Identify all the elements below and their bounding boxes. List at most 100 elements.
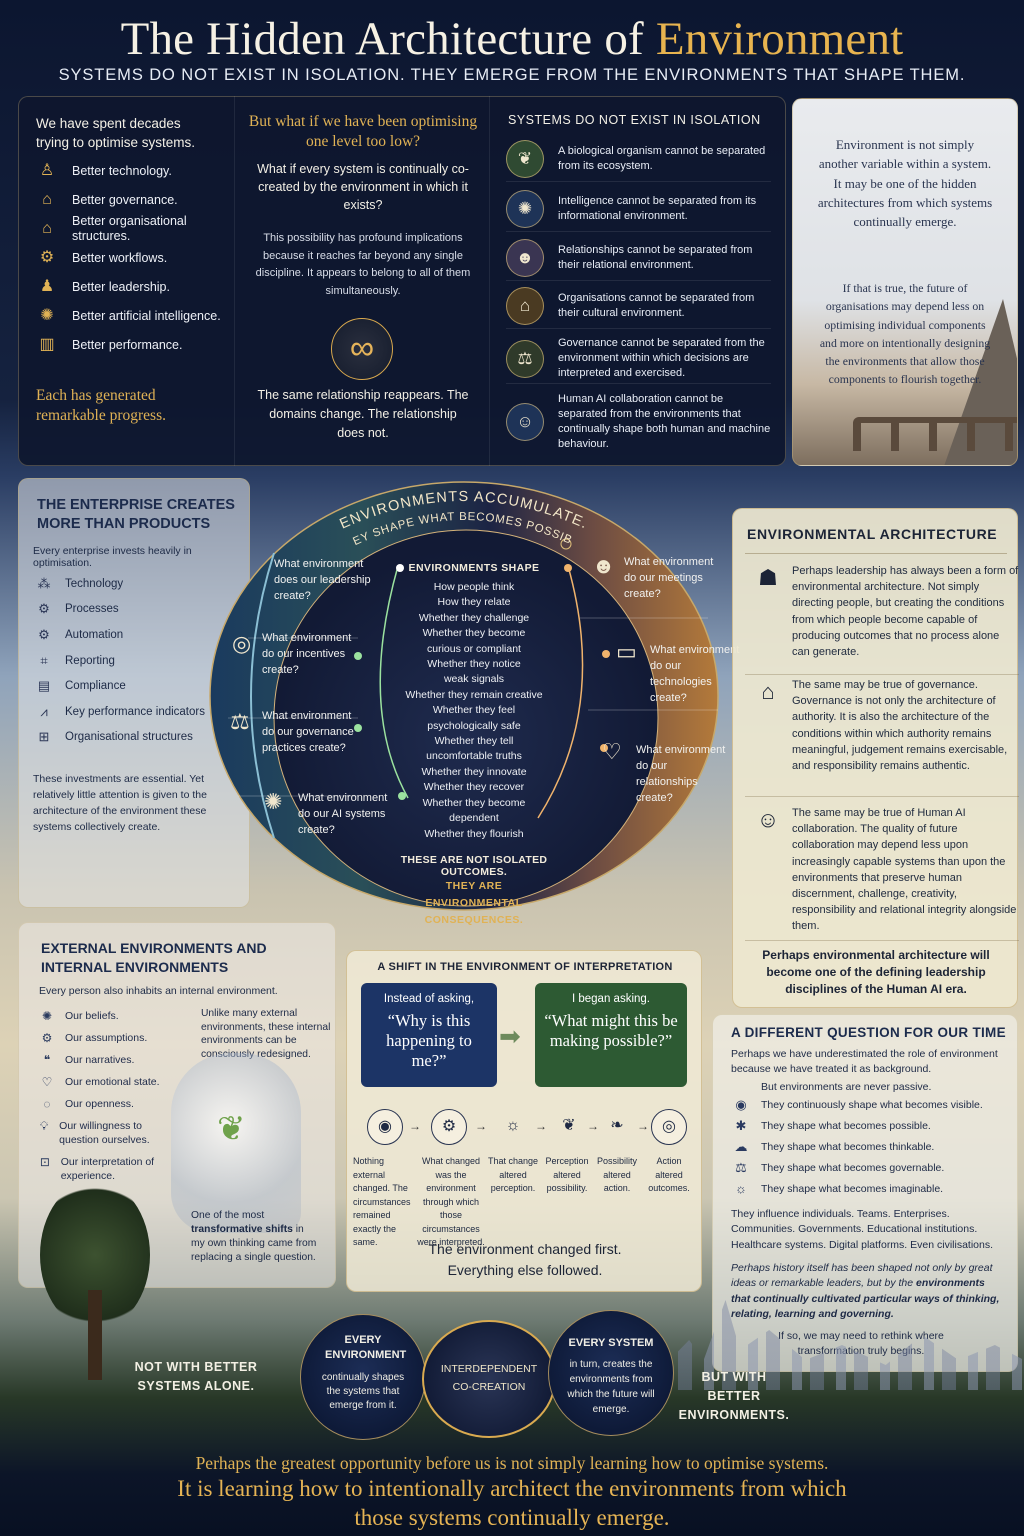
kpi-chart-icon: ⩘ — [40, 703, 48, 719]
every-environment-title: EVERY ENVIRONMENT — [325, 1334, 407, 1361]
shift-step-text: Nothing external changed. The circumstan… — [353, 1156, 411, 1247]
shift-panel: A SHIFT IN THE ENVIRONMENT OF INTERPRETA… — [346, 950, 702, 1292]
list-item: ♟Better leadership. — [36, 272, 236, 301]
list-item: ❦A biological organism cannot be separat… — [506, 136, 771, 182]
institution-icon: ⌂ — [761, 679, 775, 704]
shift-box-before-quote: “Why is this happening to me?” — [386, 1011, 472, 1070]
wheel-question-incentives: ◎What environment do our incentives crea… — [232, 631, 352, 676]
sprout-icon: ❦ — [217, 1110, 246, 1148]
optimise-list: ♙Better technology. ⌂Better governance. … — [36, 156, 236, 359]
head-silhouette-icon — [171, 1053, 301, 1233]
wheel-center-item: Whether they become dependent — [422, 796, 526, 825]
wheel-question-technologies: ▭What environment do our technologies cr… — [616, 639, 740, 705]
interdependent-label: INTERDEPENDENT CO-CREATION — [440, 1363, 538, 1393]
different-lead: But environments are never passive. — [761, 1081, 932, 1093]
shift-box-after: I began asking. “What might this be maki… — [535, 983, 687, 1087]
shift-heading: A SHIFT IN THE ENVIRONMENT OF INTERPRETA… — [377, 961, 673, 973]
list-item: ❝Our narratives. — [39, 1053, 171, 1067]
thought-icon: ☁ — [734, 1138, 748, 1154]
list-item: 💡︎Our willingness to question ourselves. — [39, 1119, 150, 1146]
list-item: ♙Better technology. — [36, 156, 236, 185]
brain-icon: ✺ — [41, 1009, 53, 1023]
gears-icon: ⚙ — [41, 1031, 53, 1045]
environment-note-panel: Environment is not simply another variab… — [792, 98, 1018, 466]
list-item: ⚖They shape what becomes governable. — [731, 1157, 1011, 1178]
wheel-center-item: Whether they notice weak signals — [427, 658, 521, 686]
eye-icon: ◉ — [367, 1109, 403, 1145]
shift-box-after-quote: “What might this be making possible?” — [544, 1011, 678, 1050]
question-heading: But what if we have been optimising one … — [248, 113, 478, 150]
wheel-center-item: Whether they tell uncomfortable truths — [426, 735, 522, 763]
environment-note-lead: Environment is not simply another variab… — [817, 137, 993, 230]
frame-icon: ⊡ — [39, 1155, 50, 1169]
list-item: ◌Our openness. — [39, 1097, 171, 1111]
list-item: ⌂Organisations cannot be separated from … — [506, 283, 771, 329]
leaf-icon: ❦ — [506, 139, 544, 178]
shift-step-text: That change altered perception. — [487, 1156, 539, 1193]
computer-icon: ▭ — [616, 639, 637, 664]
wheel-footer-line1: THESE ARE NOT ISOLATED OUTCOMES. — [400, 854, 548, 878]
page-subtitle: SYSTEMS DO NOT EXIST IN ISOLATION. THEY … — [58, 66, 966, 84]
team-icon: ☗ — [758, 565, 778, 590]
lightbulb-icon: ☼ — [735, 1181, 747, 1197]
enterprise-intro: Every enterprise invests heavily in opti… — [33, 545, 192, 569]
list-item: ⌂Better governance. — [36, 185, 236, 214]
every-system-title: EVERY SYSTEM — [568, 1337, 654, 1349]
scales-icon: ⚖ — [506, 339, 544, 378]
list-item: ♡Our emotional state. — [39, 1075, 171, 1089]
wheel-inner — [273, 529, 659, 907]
list-item: ⩘Key performance indicators — [35, 699, 245, 725]
optimise-panel: We have spent decades trying to optimise… — [18, 96, 234, 466]
list-item: ⌂Better organisational structures. — [36, 214, 236, 243]
institution-icon: ⌂ — [506, 286, 544, 325]
shift-arrow-icon: ➡ — [499, 1021, 521, 1051]
every-environment-circle: EVERY ENVIRONMENT continually shapes the… — [300, 1314, 426, 1440]
report-icon: ⌗ — [40, 652, 48, 668]
environmental-architecture-panel: ENVIRONMENTAL ARCHITECTURE ☗Perhaps lead… — [732, 508, 1019, 1008]
every-system-text: in turn, creates the environments from w… — [567, 1359, 655, 1415]
internal-list: ✺Our beliefs. ⚙Our assumptions. ❝Our nar… — [39, 1009, 171, 1191]
head-chip-icon: ☺ — [756, 807, 780, 832]
wheel-center-item: Whether they feel psychologically safe — [427, 704, 521, 732]
network-icon: ⁂ — [37, 575, 51, 591]
list-item: ⚙Automation — [35, 622, 245, 648]
plant-icon: ❧ — [610, 1117, 624, 1134]
wheel-footer: THESE ARE NOT ISOLATED OUTCOMES. THEY AR… — [368, 854, 580, 929]
shift-step-text: Possibility altered action. — [596, 1156, 637, 1193]
env-arch-block: ☺The same may be true of Human AI collab… — [745, 805, 1019, 941]
gear-icon: ⚙ — [38, 626, 50, 642]
ai-brain-icon: ✺ — [40, 306, 54, 324]
enterprise-list: ⁂Technology ⚙Processes ⚙Automation ⌗Repo… — [35, 571, 245, 750]
wheel-center-item: Whether they challenge — [418, 611, 530, 624]
infinity-icon: ∞ — [331, 318, 393, 380]
wheel-center-item: Whether they become curious or compliant — [422, 627, 526, 655]
optimise-intro: We have spent decades trying to optimise… — [36, 116, 196, 150]
wheel-question-ai: ✺What environment do our AI systems crea… — [264, 789, 388, 837]
speech-icon: ❝ — [43, 1053, 51, 1067]
org-chart-icon: ⊞ — [38, 729, 50, 745]
internal-intro: Every person also inhabits an internal e… — [39, 985, 278, 997]
step-arrow-icon: → — [409, 1119, 421, 1133]
wheel-question-meetings: ☻What environment do our meetings create… — [592, 553, 714, 601]
top-panel — [18, 96, 786, 466]
question-lead: What if every system is continually co-c… — [257, 162, 469, 212]
list-item: ☁They shape what becomes thinkable. — [731, 1137, 1011, 1158]
environment-wheel: ENVIRONMENTS ACCUMULATE. THEY SHAPE WHAT… — [208, 478, 739, 926]
cycle-left-caption: NOT WITH BETTER SYSTEMS ALONE. — [134, 1360, 258, 1393]
cycle-right-caption: BUT WITH BETTER ENVIRONMENTS. — [678, 1370, 790, 1422]
wheel-center-item: Whether they recover — [423, 781, 525, 794]
different-heading: A DIFFERENT QUESTION FOR OUR TIME — [731, 1025, 1006, 1040]
wheel-center-item: Whether they innovate — [421, 765, 527, 778]
list-item: ☻Relationships cannot be separated from … — [506, 235, 771, 281]
interdependent-circle: INTERDEPENDENT CO-CREATION — [422, 1320, 556, 1438]
question-body: This possibility has profound implicatio… — [255, 232, 471, 297]
shift-step-text: Perception altered possibility. — [545, 1156, 589, 1193]
enterprise-closing: These investments are essential. Yet rel… — [33, 773, 207, 833]
list-item: ✺Our beliefs. — [39, 1009, 171, 1023]
leader-icon: ♟ — [39, 277, 55, 295]
scales-icon: ⚖ — [230, 709, 250, 734]
wheel-center-item: How they relate — [437, 596, 511, 609]
shift-box-before: Instead of asking, “Why is this happenin… — [361, 983, 497, 1087]
question-panel: But what if we have been optimising one … — [234, 96, 490, 466]
footer-line1: Perhaps the greatest opportunity before … — [195, 1453, 829, 1473]
